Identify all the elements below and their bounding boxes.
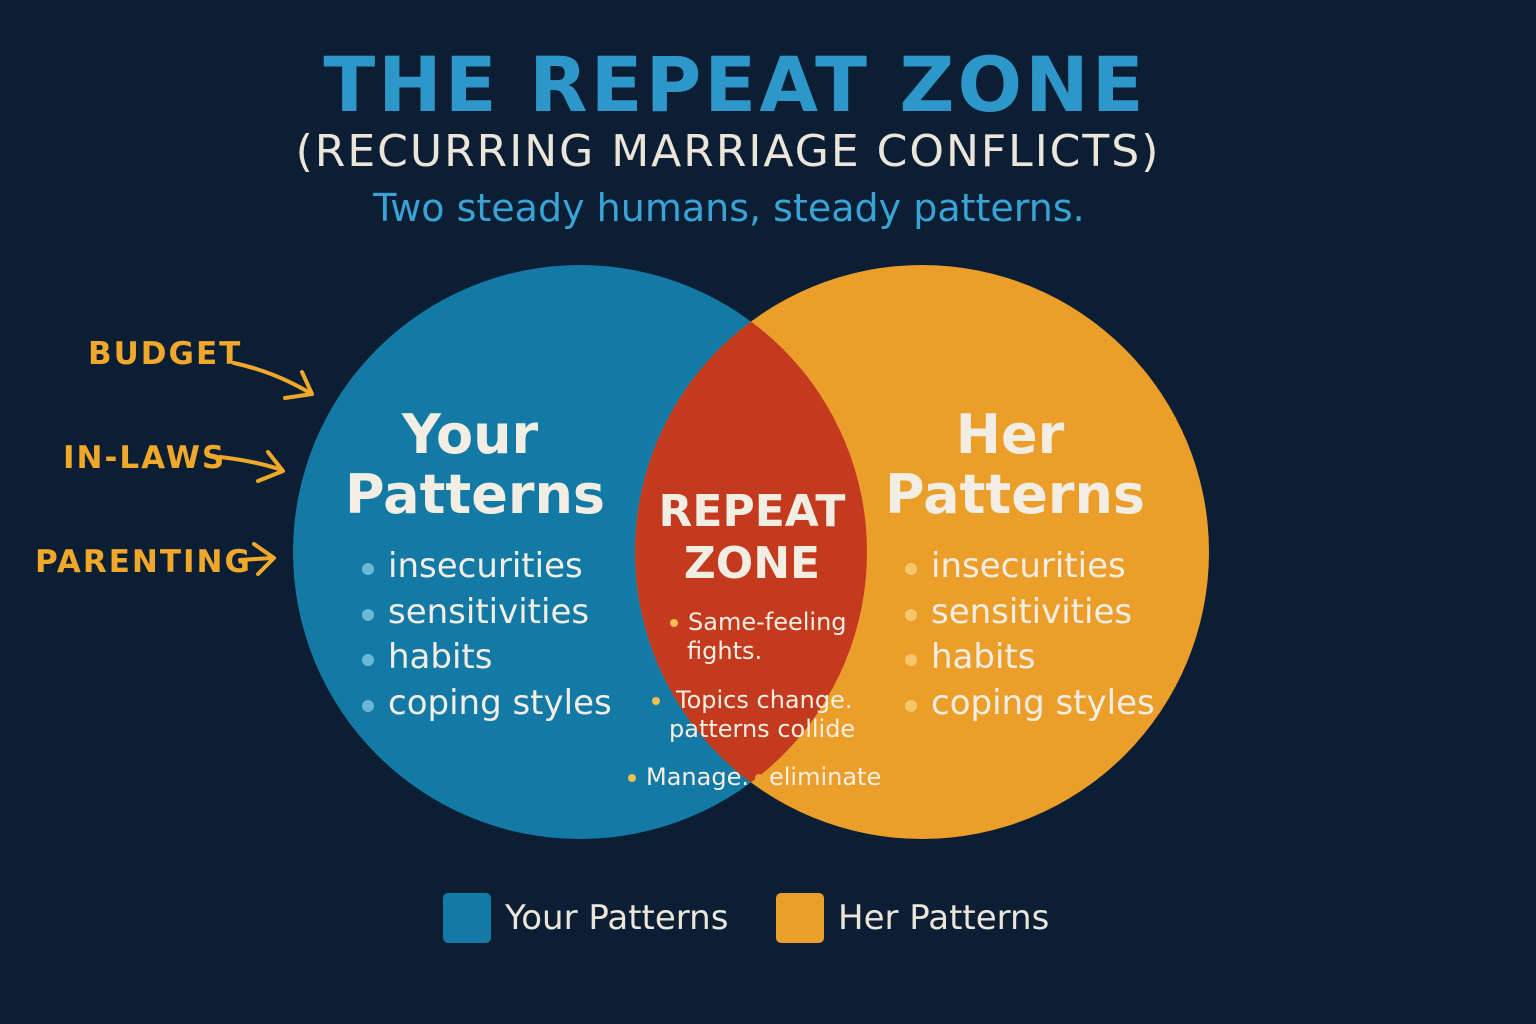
arrow-icon <box>218 450 285 483</box>
point-text: Same-feeling <box>688 608 847 636</box>
point-text: Manage. <box>646 763 749 791</box>
bullet-icon <box>670 619 678 627</box>
item-label: coping styles <box>388 682 612 723</box>
item-label: insecurities <box>388 546 583 586</box>
point-text: eliminate <box>768 763 882 791</box>
her-patterns-list: insecurities sensitivities habits coping… <box>905 544 1155 726</box>
her-patterns-heading: Her Patterns <box>885 403 1146 526</box>
bullet-icon <box>628 774 636 782</box>
point-text: patterns collide <box>669 715 856 743</box>
bullet-icon <box>362 563 374 575</box>
page-subtitle: (RECURRING MARRIAGE CONFLICTS) <box>295 126 1161 177</box>
bullet-icon <box>905 654 917 666</box>
item-label: insecurities <box>931 546 1126 586</box>
topic-parenting: PARENTING <box>35 544 252 580</box>
bullet-icon <box>905 608 917 621</box>
list-item: insecurities <box>362 544 612 590</box>
bullet-icon <box>754 774 763 782</box>
legend-her-patterns: Her Patterns <box>776 893 1049 943</box>
heading-line: Your <box>401 403 539 466</box>
repeat-zone-heading: REPEAT ZONE <box>652 486 852 590</box>
repeat-zone-point: Topics change. patterns collide <box>652 686 855 744</box>
your-patterns-list: insecurities sensitivities habits coping… <box>362 544 612 726</box>
heading-line: Patterns <box>345 463 606 526</box>
list-item: insecurities <box>905 544 1155 590</box>
heading-line: Her <box>955 403 1065 466</box>
arrow-icon <box>238 542 276 576</box>
item-label: habits <box>931 637 1036 677</box>
list-item: sensitivities <box>905 590 1155 636</box>
repeat-zone-point: Same-feeling fights. <box>670 608 847 666</box>
topic-in-laws: IN-LAWS <box>63 440 227 476</box>
legend-your-patterns: Your Patterns <box>443 893 728 943</box>
bullet-icon <box>362 654 374 666</box>
heading-line: ZONE <box>683 538 821 589</box>
item-label: sensitivities <box>388 591 590 632</box>
list-item: habits <box>905 635 1155 681</box>
bullet-icon <box>905 563 917 575</box>
legend-label: Her Patterns <box>838 898 1050 938</box>
heading-line: Patterns <box>885 463 1146 526</box>
legend-swatch <box>443 893 491 943</box>
item-label: sensitivities <box>931 591 1133 632</box>
heading-line: REPEAT <box>658 486 846 537</box>
arrow-icon <box>232 361 314 400</box>
bullet-icon <box>905 699 917 712</box>
page-title: THE REPEAT ZONE <box>323 40 1147 129</box>
point-text: Topics change. <box>676 686 853 714</box>
list-item: sensitivities <box>362 590 612 636</box>
point-text: fights. <box>687 637 763 665</box>
your-patterns-heading: Your Patterns <box>345 403 606 526</box>
item-label: habits <box>388 637 493 677</box>
item-label: coping styles <box>931 682 1155 723</box>
bullet-icon <box>652 697 660 705</box>
list-item: habits <box>362 635 612 681</box>
list-item: coping styles <box>362 681 612 727</box>
repeat-zone-point: Manage. eliminate <box>628 763 881 792</box>
repeat-zone-overlap <box>635 265 867 839</box>
legend-swatch <box>776 893 824 943</box>
topic-budget: BUDGET <box>88 336 243 372</box>
tagline: Two steady humans, steady patterns. <box>373 186 1085 230</box>
bullet-icon <box>362 608 374 621</box>
bullet-icon <box>362 699 374 712</box>
list-item: coping styles <box>905 681 1155 727</box>
legend-label: Your Patterns <box>505 898 729 938</box>
